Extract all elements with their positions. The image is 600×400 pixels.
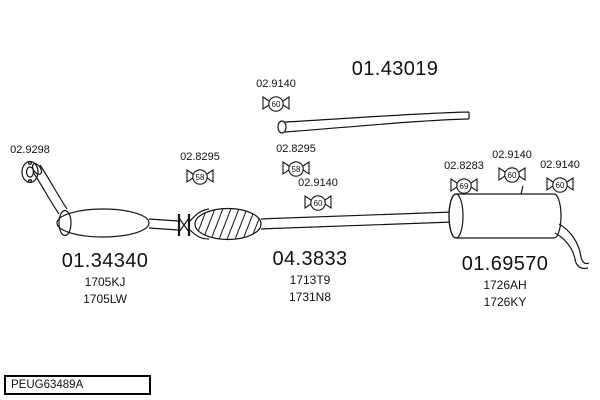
part-number: 01.34340 [61,250,149,272]
fitting-clamp: 02.9140 60 [488,149,536,187]
fitting-code: 02.8295 [276,143,316,155]
part-subcode: 1726AH [483,278,527,292]
clamp-size: 69 [460,182,469,191]
part-number: 01.69570 [461,253,549,275]
fitting-code: 02.8295 [180,151,220,163]
gasket-ring-icon [21,160,39,184]
flange-joint-drawing [177,214,191,236]
clamp-icon: 69 [450,177,478,194]
part-subcode: 1705KJ [84,275,126,289]
fitting-clamp: 02.8283 69 [440,160,488,198]
clamp-icon: 58 [282,160,310,177]
clamp-icon: 58 [186,168,214,185]
part-subcode: 1705LW [83,292,127,306]
part-number: 04.3833 [272,248,348,270]
clamp-size: 60 [556,181,565,190]
part-subcode: 1731N8 [288,290,332,304]
clamp-icon: 60 [498,166,526,183]
fitting-code: 02.9298 [10,144,50,156]
clamp-size: 58 [196,173,205,182]
part-subcode: 1726KY [483,295,527,309]
top-pipe-drawing [277,111,470,134]
intermediate-pipe-drawing [260,211,454,230]
clamp-size: 60 [508,171,517,180]
clamp-icon: 60 [546,176,574,193]
clamp-size: 58 [292,165,301,174]
part-number: 01.43019 [351,58,439,80]
tailpipe-drawing [554,223,590,270]
clamp-icon: 60 [304,194,332,211]
clamp-icon: 60 [262,95,290,112]
fitting-gasket: 02.9298 [6,144,54,186]
drawing-number: PEUG63489A [11,379,84,391]
fitting-code: 02.8283 [444,160,484,172]
fitting-code: 02.9140 [256,78,296,90]
part-subcode: 1713T9 [289,273,331,287]
part-label-rear-muffler: 01.69570 1726AH 1726KY [445,253,565,310]
part-label-top-pipe: 01.43019 [320,58,470,81]
clamp-size: 60 [314,199,323,208]
fitting-clamp: 02.8295 58 [176,151,224,189]
fitting-code: 02.9140 [540,159,580,171]
fitting-clamp: 02.9140 60 [252,78,300,116]
catalytic-converter-drawing [189,207,262,241]
rear-muffler-drawing [448,185,562,239]
fitting-clamp: 02.9140 60 [294,177,342,215]
fitting-clamp: 02.8295 58 [272,143,320,181]
resonator-drawing [56,208,179,238]
part-label-front-pipe: 01.34340 1705KJ 1705LW [40,250,170,307]
fitting-code: 02.9140 [492,149,532,161]
front-pipe-drawing [31,163,68,215]
part-label-centre-muffler: 04.3833 1713T9 1731N8 [255,248,365,305]
clamp-size: 60 [272,100,281,109]
fitting-code: 02.9140 [298,177,338,189]
drawing-number-box: PEUG63489A [4,375,151,395]
fitting-clamp: 02.9140 60 [536,159,584,197]
